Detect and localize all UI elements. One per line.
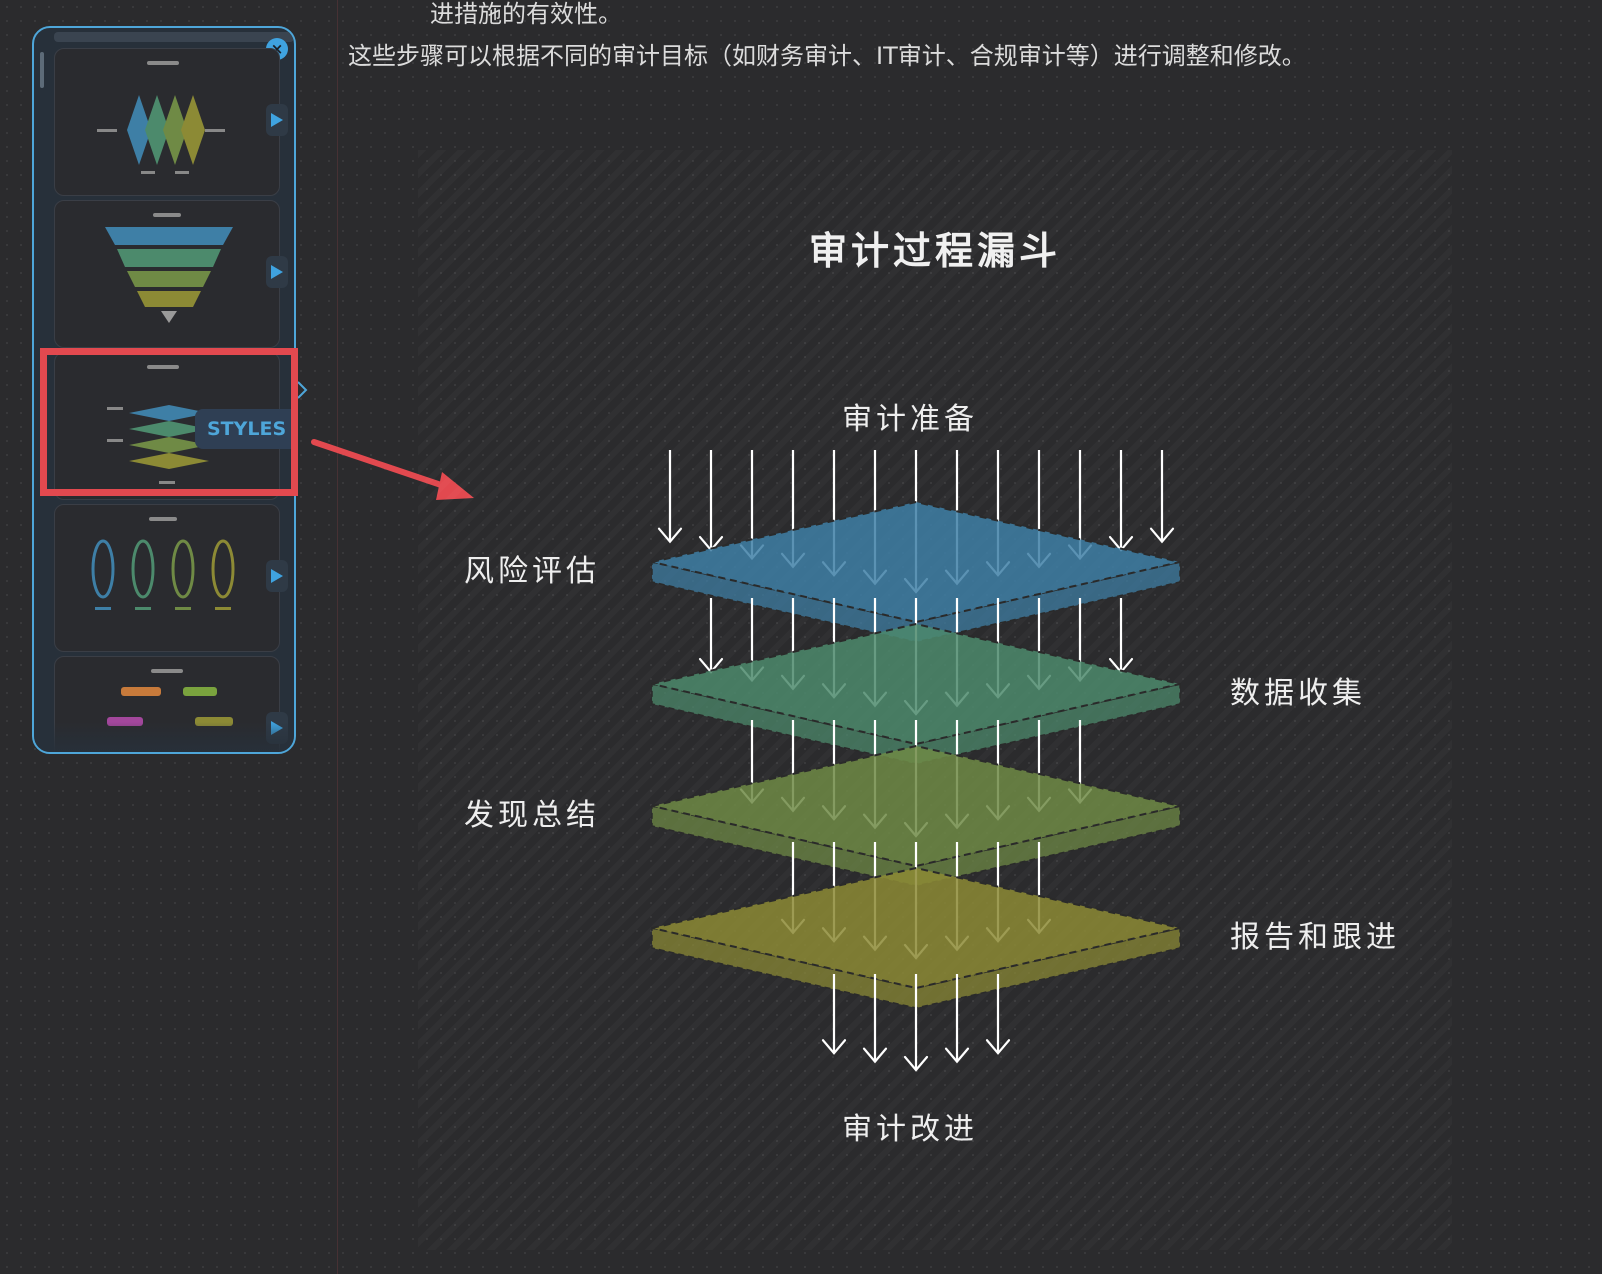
stage-label-3: 发现总结 xyxy=(464,798,600,833)
styles-button[interactable]: STYLES xyxy=(195,409,294,449)
document-text-line: 进措施的有效性。 xyxy=(430,0,622,28)
stage-plane-1-top xyxy=(651,500,1181,624)
play-icon[interactable] xyxy=(266,256,288,288)
funnel-graphic xyxy=(651,450,1181,1072)
diagram-canvas: 审计过程漏斗 审计准备 风险评估 数据收集 发现总结 报告和跟进 审计改进 xyxy=(418,150,1452,1250)
stage-label-4: 报告和跟进 xyxy=(1230,920,1400,955)
flow-arrow-stage-1-head xyxy=(1149,527,1175,544)
panel-header xyxy=(54,32,294,42)
panel-fade xyxy=(34,722,294,752)
play-icon[interactable] xyxy=(266,104,288,136)
stage-plane-4-top xyxy=(651,866,1181,990)
play-icon[interactable] xyxy=(266,560,288,592)
output-arrow-head xyxy=(821,1039,847,1055)
guide-line xyxy=(337,0,338,1274)
chevron-right-icon xyxy=(297,381,308,399)
bottom-label: 审计改进 xyxy=(842,1112,978,1147)
style-thumbnail-funnel[interactable] xyxy=(54,200,280,348)
output-arrow-head xyxy=(944,1047,970,1064)
style-thumbnail-layered-diamonds[interactable] xyxy=(54,48,280,196)
style-panel: × xyxy=(32,26,296,754)
selection-highlight xyxy=(40,348,298,496)
top-label: 审计准备 xyxy=(842,402,978,437)
stage-label-2: 数据收集 xyxy=(1230,676,1366,711)
style-thumbnail-ring-flow[interactable] xyxy=(54,504,280,652)
document-text-line: 这些步骤可以根据不同的审计目标（如财务审计、IT审计、合规审计等）进行调整和修改… xyxy=(348,42,1306,70)
output-arrow-head xyxy=(985,1039,1011,1055)
diagram-title: 审计过程漏斗 xyxy=(808,228,1061,273)
style-thumbnail-stacked-planes[interactable]: STYLES xyxy=(54,352,294,500)
annotation-arrow-icon xyxy=(311,439,474,500)
stage-plane-2-top xyxy=(651,622,1181,746)
output-arrow-head xyxy=(862,1047,888,1064)
panel-scrollbar[interactable] xyxy=(40,52,44,88)
stage-plane-3-top xyxy=(651,744,1181,868)
output-arrow-head xyxy=(903,1055,929,1072)
stage-label-1: 风险评估 xyxy=(464,554,600,589)
flow-arrow-stage-1-head xyxy=(657,527,683,544)
